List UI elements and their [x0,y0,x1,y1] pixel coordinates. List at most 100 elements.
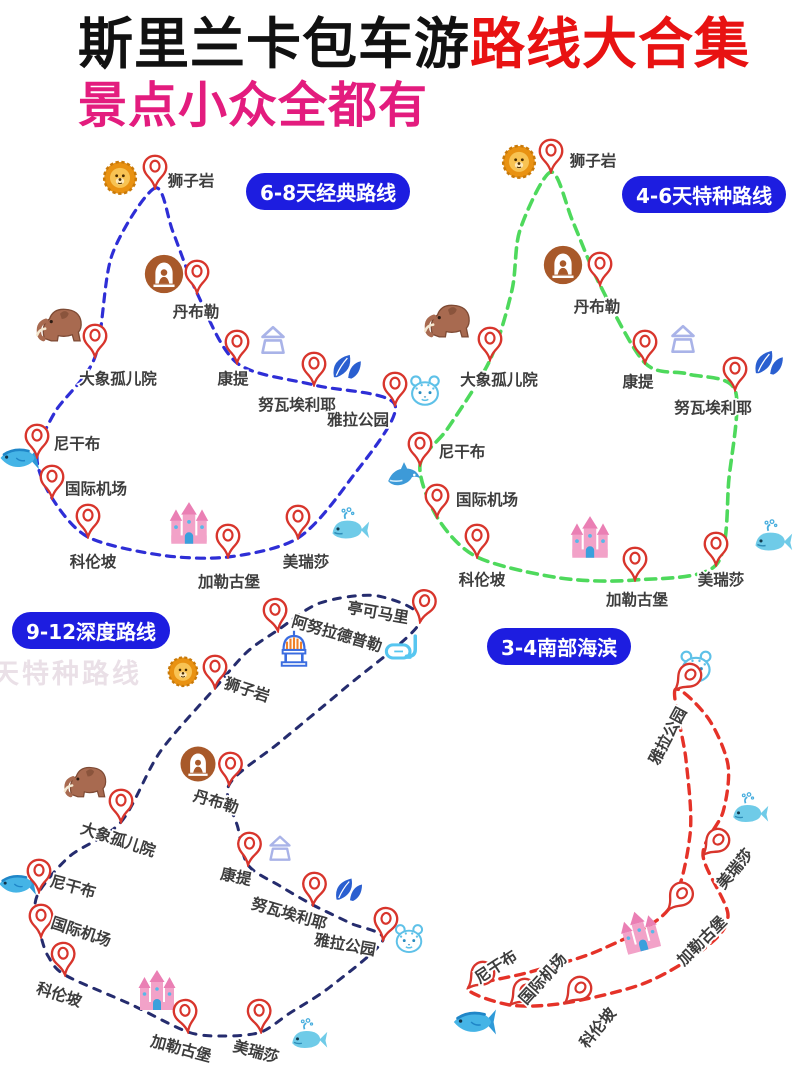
map-pin [370,905,400,943]
route-badge-deep: 9-12深度路线 [12,612,171,649]
page-title: 斯里兰卡包车游路线大合集 景点小众全都有 [78,15,750,134]
location-label: 科伦坡 [459,570,506,589]
location-label: 国际机场 [456,490,518,509]
location-label: 国际机场 [65,479,127,498]
map-pin [424,483,450,518]
map-pin [407,586,439,626]
location-label: 努瓦埃利耶 [249,894,329,934]
castle-icon [169,502,209,544]
whale-icon [732,791,770,823]
mammoth-icon [425,305,469,337]
map-pin [407,431,433,466]
location-label: 大象孤儿院 [78,819,158,861]
buddha-icon [543,245,583,285]
title-red-part: 路线大合集 [470,12,751,76]
route-badge-south-coast: 3-4南部海滨 [487,628,632,665]
location-label: 科伦坡 [575,1003,620,1051]
map-pin [108,788,134,823]
map-pin [235,830,263,867]
title-black-part: 斯里兰卡包车游 [78,12,471,76]
map-pin [538,138,564,173]
map-pin [556,971,597,1012]
route-badge-special: 4-6天特种路线 [622,176,787,213]
map-pin [224,329,250,364]
location-label: 大象孤儿院 [79,369,157,388]
title-line-1: 斯里兰卡包车游路线大合集 [78,15,750,74]
location-label: 狮子岩 [167,171,215,190]
fish-icon [452,1008,496,1036]
dolphin-icon [387,461,421,487]
map-pin [261,596,291,634]
mammoth-icon [37,309,81,341]
map-pin [622,546,648,581]
map-pin [632,329,658,364]
castle-icon [138,970,176,1010]
location-label: 康提 [622,372,654,391]
route-line-deep [33,593,422,1038]
map-pin [28,903,54,938]
location-label: 加勒古堡 [672,912,730,970]
temple-icon [269,835,291,861]
location-label: 科伦坡 [34,978,85,1011]
location-label: 努瓦埃利耶 [674,398,752,417]
location-label: 丹布勒 [574,297,621,316]
map-pin [82,323,108,358]
map-pin [477,326,503,361]
temple-icon [671,324,695,353]
location-label: 美瑞莎 [698,570,745,589]
location-label: 雅拉公园 [326,410,389,429]
route-badge-classic: 6-8天经典路线 [246,173,411,210]
temple-icon [261,325,285,354]
mammoth-icon [65,768,106,797]
map-pin [301,351,327,386]
location-label: 狮子岩 [569,151,617,170]
map-pin [722,356,748,391]
tea-leaf-icon [332,354,362,380]
snorkel-mask-icon [384,634,417,661]
location-label: 丹布勒 [191,786,241,817]
map-pin [703,531,729,566]
map-pin [142,154,168,189]
location-label: 努瓦埃利耶 [258,395,336,414]
stupa-icon [280,629,308,668]
location-label: 科伦坡 [70,552,117,571]
map-pin [39,464,65,499]
location-label: 大象孤儿院 [460,370,538,389]
route-line-classic [35,186,397,560]
castle-icon [570,516,610,558]
location-label: 雅拉公园 [312,930,377,960]
map-pin [215,523,241,558]
castle-icon [616,906,663,956]
location-label: 尼干布 [439,442,486,461]
buddha-icon [144,254,184,294]
leopard-icon [410,375,440,406]
whale-icon [754,518,794,552]
location-label: 尼干布 [54,434,101,453]
map-pin [184,259,210,294]
location-label: 尼干布 [471,946,520,987]
title-line-2: 景点小众全都有 [78,76,429,134]
whale-icon [291,1017,329,1049]
location-label: 美瑞莎 [231,1036,281,1067]
map-pin [49,940,78,977]
location-label: 美瑞莎 [283,552,330,571]
routes-layer: 狮子岩丹布勒康提努瓦埃利耶雅拉公园美瑞莎加勒古堡科伦坡国际机场尼干布大象孤儿院狮… [0,138,794,1067]
whale-icon [331,506,371,540]
buddha-icon [180,746,216,782]
map-pin [202,654,228,689]
lion-icon [167,656,199,688]
location-label: 尼干布 [48,871,98,901]
leopard-icon [394,924,424,954]
map-pin [587,251,613,286]
route-line-special [418,170,739,583]
location-label: 雅拉公园 [644,704,690,769]
tea-leaf-icon [335,877,363,902]
lion-icon [501,144,537,179]
location-label: 康提 [217,369,249,388]
tea-leaf-icon [754,350,784,376]
location-label: 丹布勒 [173,302,220,321]
